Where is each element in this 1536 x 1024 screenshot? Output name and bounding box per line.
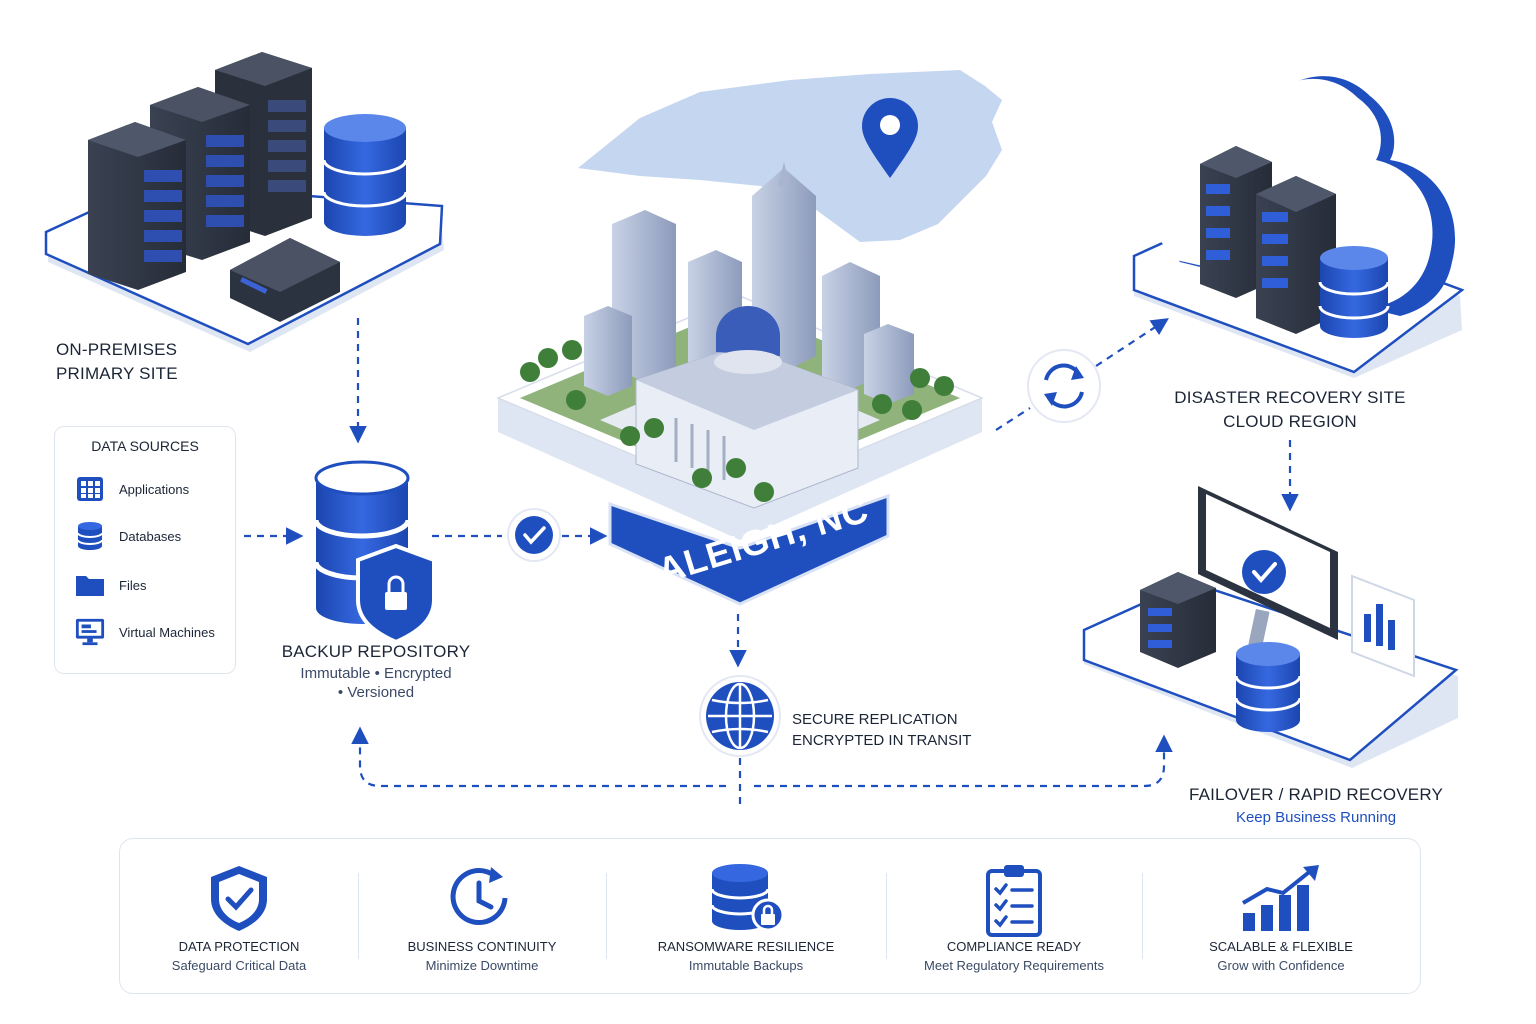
security-shield-icon <box>356 543 436 645</box>
benefit-subtitle: Immutable Backups <box>688 958 804 973</box>
check-badge-icon <box>507 508 561 562</box>
cloud-database-icon <box>1318 246 1390 338</box>
backup-repository-label: BACKUP REPOSITORY Immutable • Encrypted … <box>262 642 490 701</box>
failover-title: FAILOVER / RAPID RECOVERY <box>1188 785 1444 804</box>
benefit-data-protection: DATA PROTECTION Safeguard Critical Data <box>120 839 358 993</box>
secure-replication-line2: ENCRYPTED IN TRANSIT <box>792 732 972 749</box>
data-source-applications[interactable]: Applications <box>75 474 189 504</box>
data-source-label: Virtual Machines <box>119 624 215 640</box>
benefit-subtitle: Minimize Downtime <box>425 958 539 973</box>
benefit-title: DATA PROTECTION <box>178 939 300 954</box>
monitor-icon <box>1198 486 1338 648</box>
grid-icon <box>75 474 105 504</box>
data-source-label: Files <box>119 577 147 593</box>
trees <box>520 340 954 502</box>
benefit-title: COMPLIANCE READY <box>946 939 1082 954</box>
database-icon <box>75 521 105 551</box>
data-source-label: Databases <box>119 528 182 544</box>
benefit-divider <box>1142 873 1143 959</box>
on-premises-line1: ON-PREMISES <box>56 340 178 359</box>
network-appliance-icon <box>230 238 340 322</box>
data-source-label: Applications <box>119 481 190 497</box>
sync-icon <box>1027 349 1101 423</box>
monitor-icon <box>75 617 105 647</box>
backup-repository-title: BACKUP REPOSITORY <box>281 642 471 661</box>
failover-subtitle: Keep Business Running <box>1235 809 1397 826</box>
dr-site-label: DISASTER RECOVERY SITE CLOUD REGION <box>1160 388 1420 432</box>
benefit-divider <box>886 873 887 959</box>
database-cylinder-icon <box>322 114 408 236</box>
failover-server-icon <box>1140 572 1216 668</box>
secure-replication-line1: SECURE REPLICATION <box>792 711 958 728</box>
benefit-divider <box>358 873 359 959</box>
benefits-bar: DATA PROTECTION Safeguard Critical Data … <box>119 838 1421 994</box>
benefit-business-continuity: BUSINESS CONTINUITY Minimize Downtime <box>358 839 606 993</box>
dr-site-line1: DISASTER RECOVERY SITE <box>1174 388 1406 407</box>
data-sources-title: DATA SOURCES <box>91 438 199 454</box>
data-source-files[interactable]: Files <box>75 570 146 600</box>
city-banner <box>608 493 890 606</box>
data-source-virtual-machines[interactable]: Virtual Machines <box>75 617 215 647</box>
database-lock-icon <box>606 863 886 933</box>
clock-refresh-icon <box>358 863 606 933</box>
failover-database-icon <box>1234 642 1302 732</box>
location-pin-icon <box>862 98 918 178</box>
folder-icon <box>75 570 105 600</box>
benefit-title: BUSINESS CONTINUITY <box>407 939 557 954</box>
benefit-title: SCALABLE & FLEXIBLE <box>1209 939 1353 954</box>
clipboard-checklist-icon <box>886 863 1142 937</box>
arrow-sync-to-cloud <box>1095 318 1169 367</box>
benefit-scalable-flexible: SCALABLE & FLEXIBLE Grow with Confidence <box>1142 839 1420 993</box>
on-premises-label: ON-PREMISES PRIMARY SITE <box>56 340 178 384</box>
benefit-subtitle: Grow with Confidence <box>1217 958 1345 973</box>
on-premises-line2: PRIMARY SITE <box>56 364 178 383</box>
city-buildings <box>584 162 914 509</box>
cloud-server-rack-icon <box>1200 146 1336 334</box>
benefit-subtitle: Safeguard Critical Data <box>171 958 307 973</box>
benefit-divider <box>606 873 607 959</box>
benefit-compliance-ready: COMPLIANCE READY Meet Regulatory Require… <box>886 839 1142 993</box>
shield-check-icon <box>120 863 358 933</box>
backup-repository-line2: • Versioned <box>337 684 415 701</box>
arrow-globe-to-backup <box>351 726 726 788</box>
data-sources-panel: DATA SOURCES Applications Databases File… <box>54 426 236 674</box>
globe-icon <box>699 675 781 757</box>
backup-repository-line1: Immutable • Encrypted <box>300 665 452 682</box>
benefit-title: RANSOMWARE RESILIENCE <box>657 939 835 954</box>
benefit-subtitle: Meet Regulatory Requirements <box>924 958 1104 973</box>
dr-site-line2: CLOUD REGION <box>1223 412 1357 431</box>
secure-replication-label: SECURE REPLICATION ENCRYPTED IN TRANSIT <box>792 711 971 749</box>
growth-chart-icon <box>1142 863 1420 933</box>
data-source-databases[interactable]: Databases <box>75 521 181 551</box>
benefit-ransomware-resilience: RANSOMWARE RESILIENCE Immutable Backups <box>606 839 886 993</box>
arrow-city-to-sync <box>995 407 1031 431</box>
arrow-globe-to-failover <box>754 734 1173 788</box>
failover-label: FAILOVER / RAPID RECOVERY Keep Business … <box>1176 785 1456 826</box>
connectors <box>244 318 1299 804</box>
dashboard-panel-icon <box>1351 574 1415 678</box>
server-rack-icon <box>88 52 312 290</box>
